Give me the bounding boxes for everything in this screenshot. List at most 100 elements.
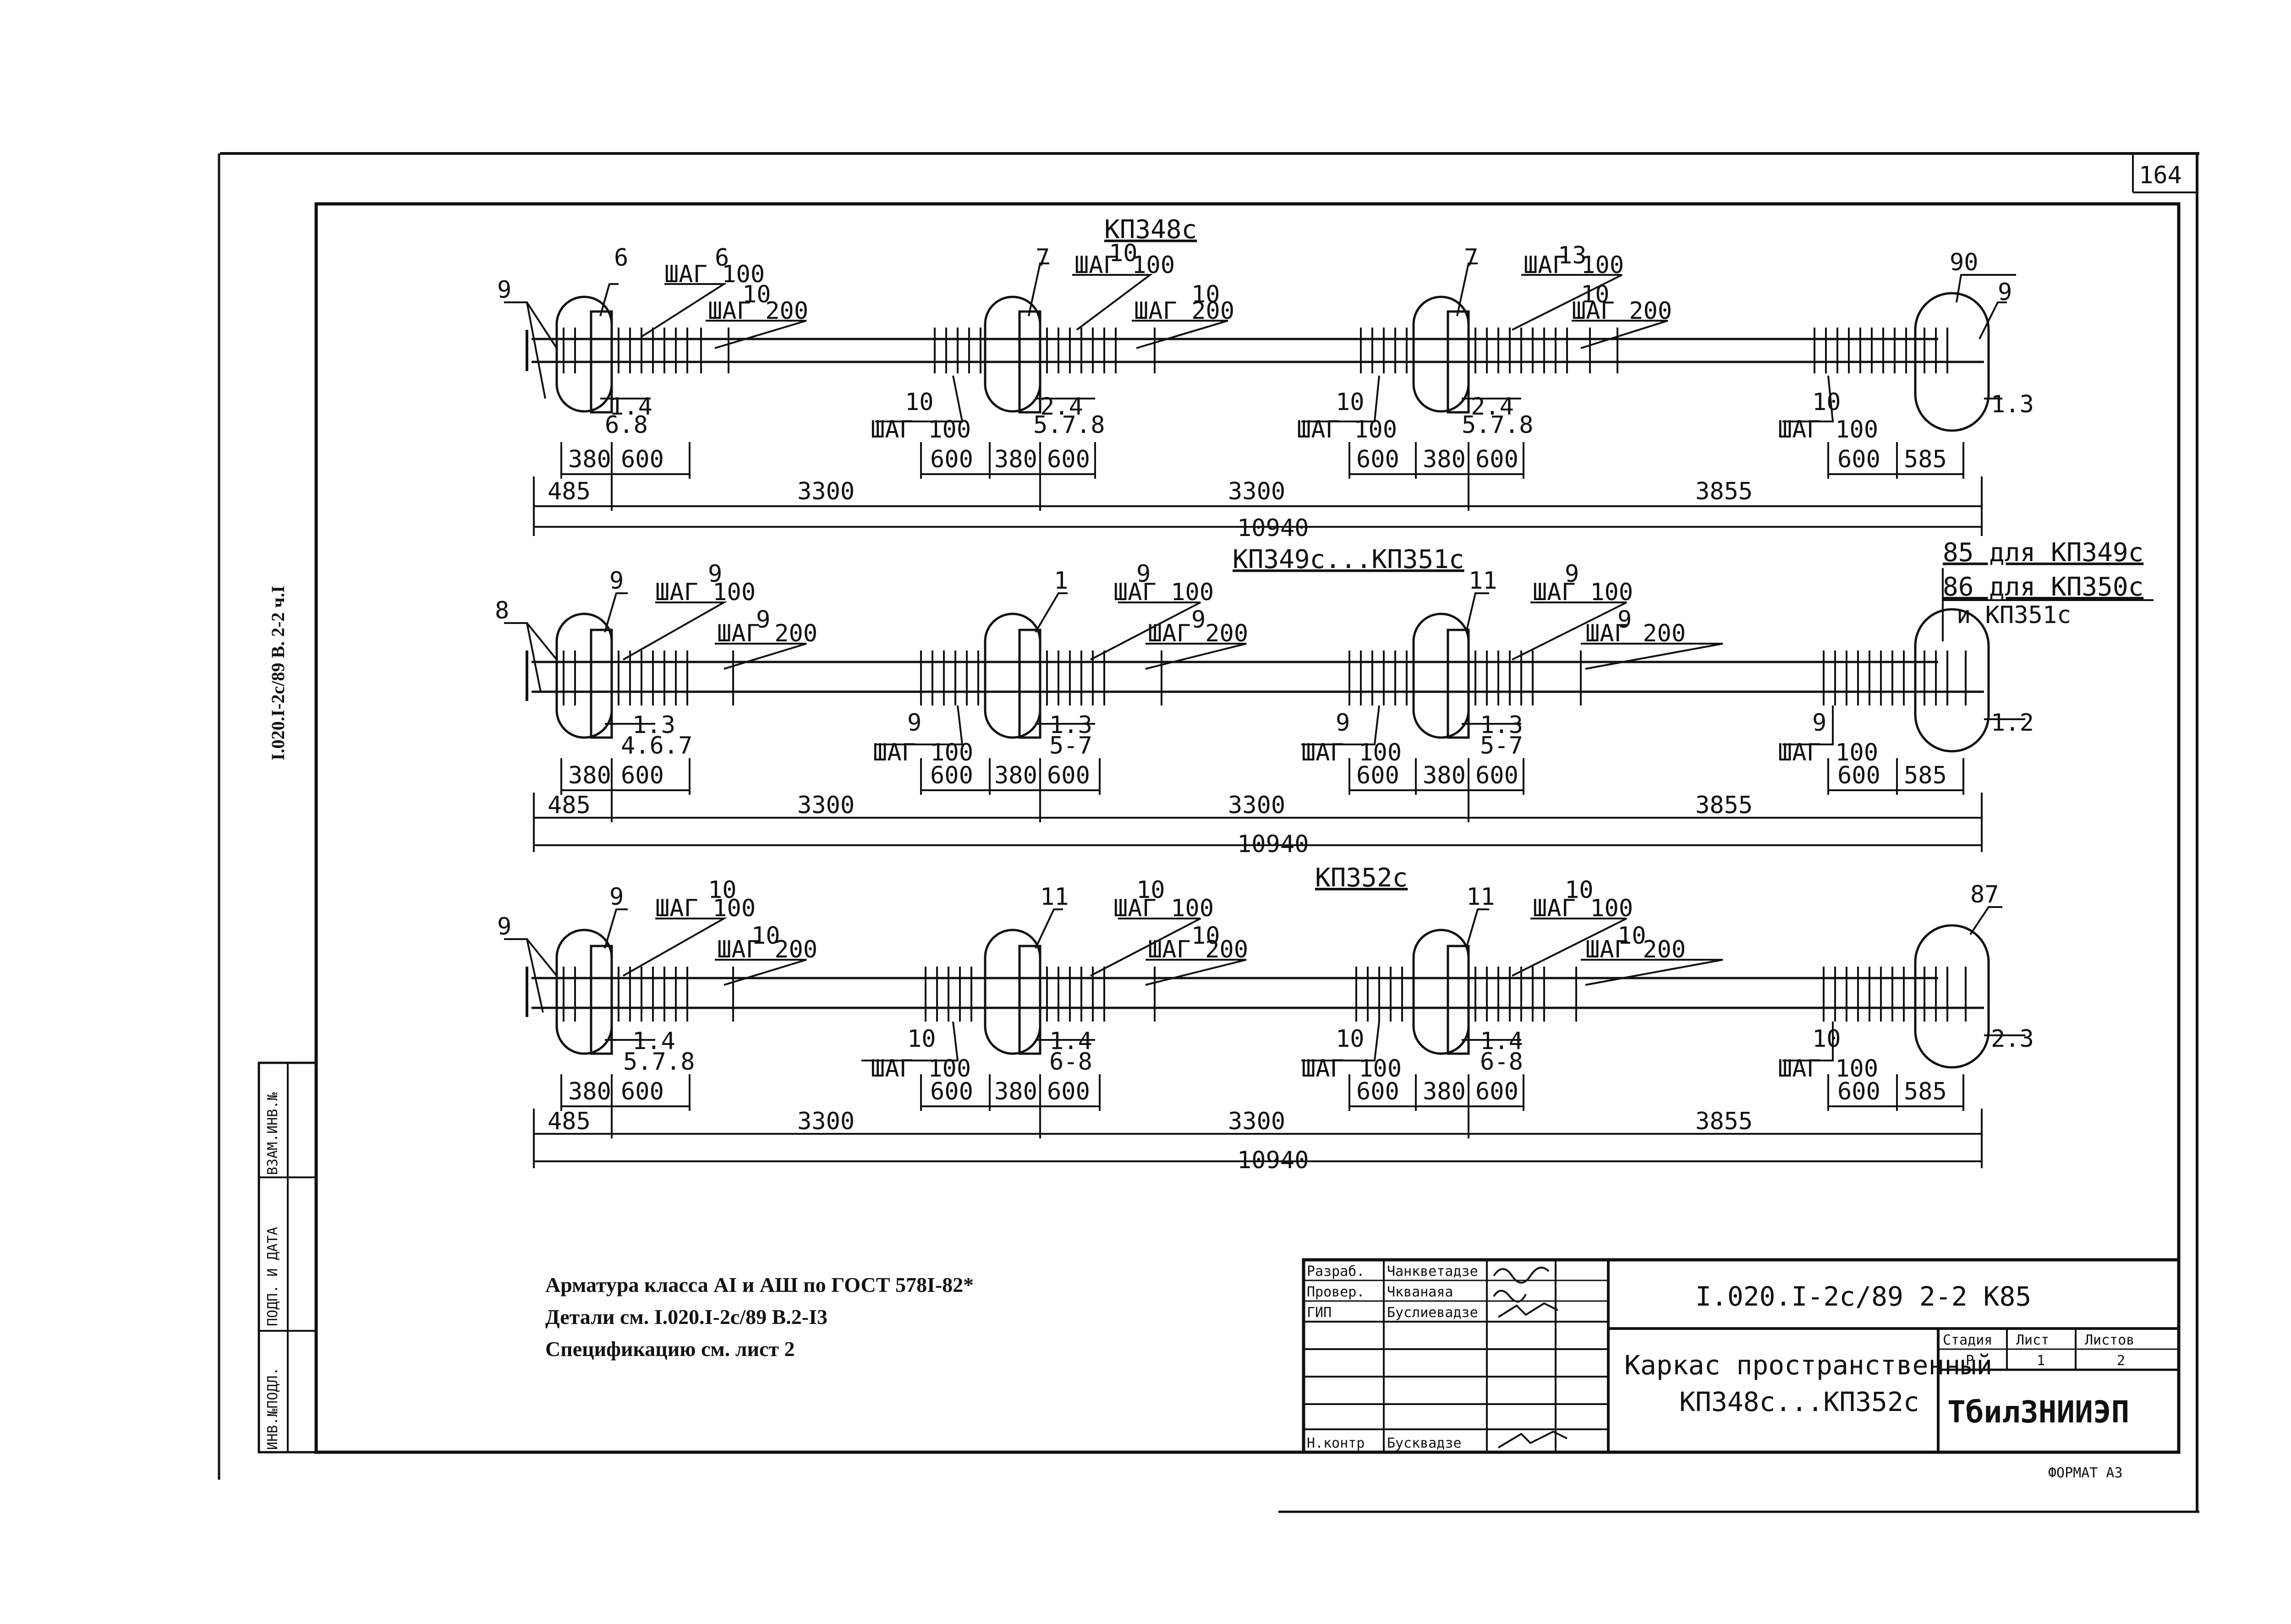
spacing-num: 6 bbox=[715, 244, 729, 272]
mark-label: 9 bbox=[609, 883, 624, 911]
format-label: ФОРМАТ А3 bbox=[2048, 1465, 2123, 1481]
document-code: I.020.I-2с/89 2-2 К85 bbox=[1695, 1281, 2031, 1312]
small-dim: 600 bbox=[1047, 446, 1090, 473]
node-ellipse bbox=[555, 612, 613, 739]
spacing-num: 9 bbox=[1812, 709, 1826, 737]
spacing-step: ШАГ 200 bbox=[708, 297, 808, 325]
stirrups-end bbox=[1823, 967, 1967, 1022]
spacing-step: ШАГ 100 bbox=[1301, 1055, 1402, 1083]
overall-dim: 10940 bbox=[1237, 1147, 1309, 1174]
node-ellipse bbox=[555, 929, 613, 1055]
segment-dim-line bbox=[533, 793, 1983, 852]
segment-dim: 485 bbox=[548, 1108, 591, 1135]
small-dim: 600 bbox=[1356, 762, 1399, 789]
mark-label: 8 bbox=[495, 597, 509, 624]
small-dim: 600 bbox=[1475, 1078, 1518, 1105]
spacing-step: ШАГ 200 bbox=[1585, 936, 1686, 963]
node-ellipse bbox=[984, 929, 1041, 1055]
detail-ref: 2.3 bbox=[1991, 1025, 2034, 1053]
detail-ref: 4.6.7 bbox=[621, 732, 693, 760]
spacing-step: ШАГ 100 bbox=[655, 579, 756, 606]
spacing-step: ШАГ 200 bbox=[1572, 297, 1672, 325]
small-dim: 600 bbox=[1356, 1078, 1399, 1105]
small-dim: 600 bbox=[930, 1078, 973, 1105]
stirrups-node-3 bbox=[1348, 651, 1582, 705]
detail-ref: 1.4 bbox=[632, 1028, 675, 1055]
spacing-num: 10 bbox=[742, 281, 771, 308]
detail-ref: 1.3 bbox=[1991, 391, 2034, 418]
frame-kp349-351: КП349с...КП351с 85 для КП349с 86 для КП3… bbox=[495, 538, 2154, 858]
segment-dim: 3300 bbox=[797, 478, 855, 505]
end-note: и КП351с bbox=[1957, 601, 2071, 629]
small-dim: 600 bbox=[930, 762, 973, 789]
stamp-name: Бусквадзе bbox=[1387, 1435, 1462, 1451]
node-ellipse bbox=[555, 295, 613, 413]
title-line: Каркас пространственный bbox=[1624, 1350, 1992, 1381]
detail-ref: 1.4 bbox=[1049, 1028, 1092, 1055]
stirrups-node-2 bbox=[920, 651, 1162, 705]
spacing-step: ШАГ 100 bbox=[1301, 739, 1402, 766]
segment-dim: 485 bbox=[548, 792, 591, 819]
node-plate bbox=[590, 629, 613, 739]
spacing-num: 10 bbox=[1812, 1025, 1841, 1053]
stamp-name: Чкванаяа bbox=[1387, 1284, 1453, 1300]
spacing-num: 10 bbox=[1109, 240, 1138, 267]
frame-title: КП348с bbox=[1104, 215, 1197, 245]
segment-dim: 3300 bbox=[1228, 478, 1285, 505]
spacing-step: ШАГ 100 bbox=[655, 895, 756, 922]
mark-label: 11 bbox=[1040, 883, 1069, 911]
small-dim: 380 bbox=[568, 446, 611, 473]
spacing-num: 10 bbox=[1581, 281, 1610, 308]
detail-ref: 1.3 bbox=[1480, 711, 1523, 739]
stirrups-end bbox=[1823, 651, 1967, 705]
end-node-ellipse bbox=[1914, 292, 1990, 432]
spacing-step: ШАГ 200 bbox=[717, 936, 817, 963]
spacing-num: 9 bbox=[907, 709, 921, 737]
mark-label: 7 bbox=[1464, 244, 1478, 272]
node-plate bbox=[1447, 945, 1470, 1055]
small-dim: 600 bbox=[930, 446, 973, 473]
spacing-num: 10 bbox=[1136, 876, 1165, 904]
overall-dim: 10940 bbox=[1237, 831, 1309, 858]
spacing-num: 9 bbox=[1336, 709, 1350, 737]
small-dim: 380 bbox=[568, 762, 611, 789]
spacing-num: 10 bbox=[907, 1025, 936, 1053]
stage-value: 1 bbox=[2037, 1353, 2045, 1369]
segment-dim: 3300 bbox=[1228, 792, 1285, 819]
signature bbox=[1493, 1290, 1527, 1303]
node-plate bbox=[1018, 945, 1041, 1055]
spacing-step: ШАГ 100 bbox=[1297, 416, 1397, 443]
left-strip: ИНВ.№ПОДЛ. ПОДП. И ДАТА ВЗАМ.ИНВ.№ bbox=[258, 1061, 318, 1454]
spacing-step: ШАГ 100 bbox=[1113, 579, 1214, 606]
detail-ref: 5-7 bbox=[1049, 732, 1092, 760]
small-dim: 600 bbox=[1047, 762, 1090, 789]
stage-header: Лист bbox=[2016, 1332, 2049, 1348]
small-dim: 600 bbox=[1837, 762, 1880, 789]
small-dim-lines bbox=[560, 1074, 1964, 1111]
note-line: Арматура класса АI и АШ по ГОСТ 578I-82* bbox=[545, 1273, 974, 1296]
strip-vzam-label: ВЗАМ.ИНВ.№ bbox=[265, 1092, 281, 1175]
stage-value: Р bbox=[1966, 1353, 1974, 1369]
small-dim: 380 bbox=[1423, 1078, 1466, 1105]
detail-ref: 1.4 bbox=[1480, 1028, 1523, 1055]
segment-dim: 485 bbox=[548, 478, 591, 505]
stirrups-node-2 bbox=[934, 328, 1156, 373]
segment-dim-line bbox=[533, 1109, 1983, 1168]
segment-dim: 3300 bbox=[797, 792, 855, 819]
detail-ref: 1.4 bbox=[609, 393, 652, 421]
spacing-step: ШАГ 200 bbox=[1134, 297, 1234, 325]
detail-ref: 5.7.8 bbox=[1033, 411, 1105, 439]
spacing-step: ШАГ 100 bbox=[1524, 252, 1624, 279]
spacing-step: ШАГ 200 bbox=[717, 620, 817, 647]
note-line: Детали см. I.020.I-2с/89 В.2-I3 bbox=[545, 1305, 828, 1329]
mark-label: 9 bbox=[609, 567, 624, 595]
overall-dim: 10940 bbox=[1237, 514, 1309, 542]
small-dim: 600 bbox=[1837, 446, 1880, 473]
small-dim: 380 bbox=[1423, 762, 1466, 789]
detail-ref: 5-7 bbox=[1480, 732, 1523, 760]
mark-label: 9 bbox=[497, 276, 511, 304]
stamp-role: Н.контр bbox=[1307, 1435, 1365, 1451]
spacing-num: 10 bbox=[905, 388, 934, 416]
node-ellipse bbox=[1412, 612, 1470, 739]
stage-value: 2 bbox=[2117, 1353, 2125, 1369]
